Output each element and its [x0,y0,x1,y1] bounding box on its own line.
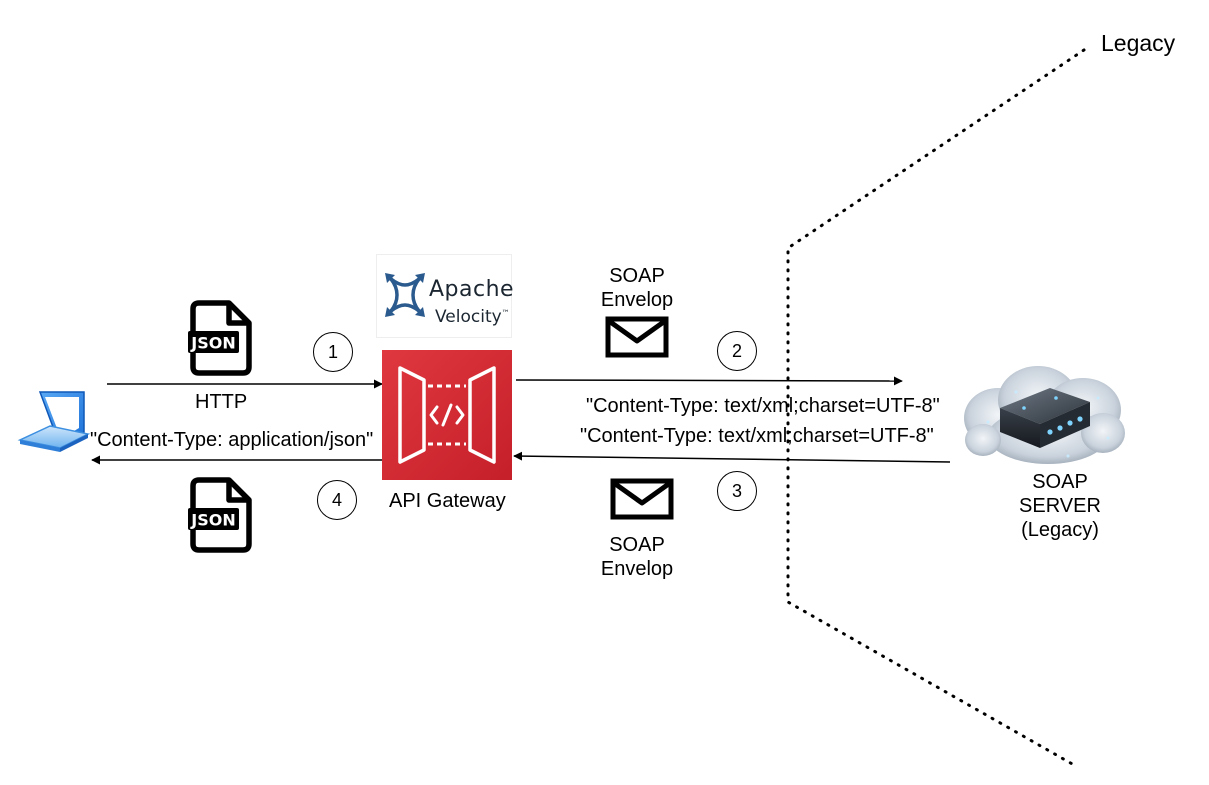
envelope-icon-request [605,316,669,358]
response-content-type: "Content-Type: application/json" [90,429,374,451]
api-gateway-label: API Gateway [389,490,506,512]
api-gateway-icon [382,350,512,480]
soap-server-label-line2: SERVER [1019,495,1101,517]
velocity-name-line1: Apache [429,277,515,302]
soap-request-label-line1: SOAP [609,265,665,287]
trademark-mark: ™ [501,308,510,318]
cloud-server-icon [964,366,1125,464]
velocity-mark-icon [385,273,425,317]
soap-response-label: SOAP Envelop [600,533,674,581]
step-2-badge: 2 [717,331,757,371]
json-file-icon-text: JSON [190,511,235,530]
soap-response-content-type: "Content-Type: text/xml;charset=UTF-8" [580,425,934,447]
arrow-soap-request [515,376,903,386]
legacy-region-title: Legacy [1101,30,1176,56]
json-file-icon-request: JSON [188,300,252,376]
step-4-badge: 4 [317,480,357,520]
http-label: HTTP [195,391,248,413]
legacy-boundary [786,48,1086,767]
soap-server-label: SOAP SERVER (Legacy) [1000,470,1120,542]
soap-response-label-line1: SOAP [609,534,665,556]
apache-velocity-logo: Apache Velocity™ [376,254,515,338]
soap-request-label-line2: Envelop [600,289,674,311]
soap-request-content-type: "Content-Type: text/xml;charset=UTF-8" [586,395,940,417]
api-gateway-symbol [398,366,496,464]
soap-response-label-line2: Envelop [600,558,674,580]
soap-server-label-line1: SOAP [1032,471,1088,493]
step-1-badge: 1 [313,332,353,372]
json-file-icon-text: JSON [190,334,235,353]
soap-request-label: SOAP Envelop [600,264,674,312]
soap-server-label-line3: (Legacy) [1021,519,1099,541]
json-file-icon-response: JSON [188,477,252,553]
arrow-soap-response [513,451,951,463]
velocity-name-line2: Velocity™ [435,307,510,327]
laptop-icon [17,391,91,452]
step-3-badge: 3 [717,471,757,511]
envelope-icon-response [610,478,674,520]
